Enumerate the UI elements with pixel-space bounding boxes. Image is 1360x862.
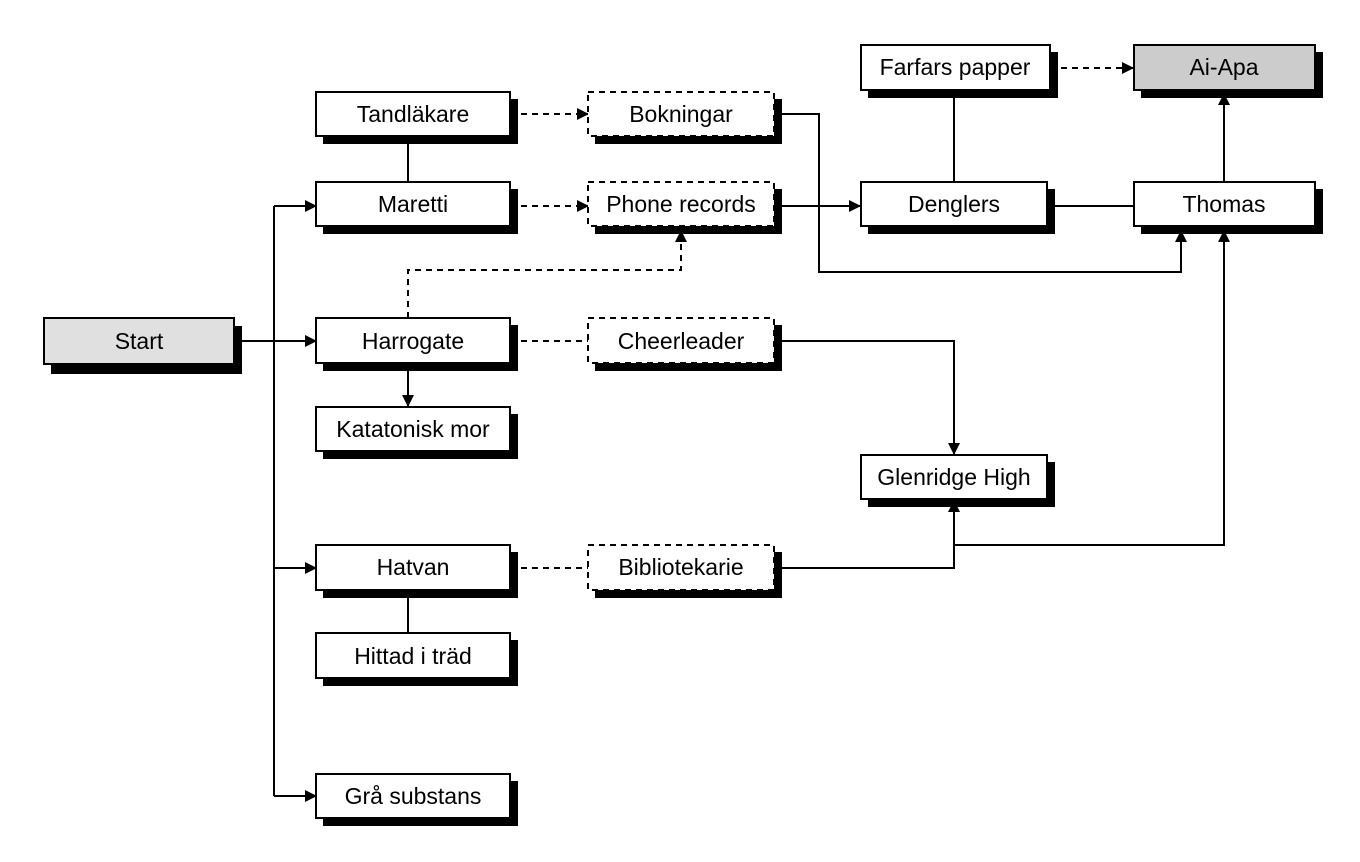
node-gra-substans[interactable]: Grå substans	[315, 773, 518, 826]
node-harrogate-label: Harrogate	[362, 328, 464, 354]
edge-start-trunk	[234, 206, 275, 796]
node-hittad-i-trad-box	[315, 632, 511, 679]
node-hittad-i-trad[interactable]: Hittad i träd	[315, 632, 518, 686]
edge-cheerleader-glenridge-high	[775, 340, 960, 455]
node-phone-records-label: Phone records	[606, 191, 756, 217]
node-start-label: Start	[115, 328, 164, 354]
node-denglers[interactable]: Denglers	[860, 181, 1055, 234]
node-ai-apa[interactable]: Ai-Apa	[1133, 44, 1323, 98]
edge-harrogate-phone-records	[407, 230, 687, 318]
node-denglers-label: Denglers	[908, 191, 1000, 217]
node-katatonisk-mor[interactable]: Katatonisk mor	[315, 406, 518, 459]
node-tandlakare[interactable]: Tandläkare	[315, 91, 518, 144]
node-farfars-papper-box	[860, 44, 1051, 91]
node-glenridge-high-label: Glenridge High	[877, 464, 1030, 490]
node-cheerleader-label: Cheerleader	[618, 328, 745, 354]
node-katatonisk-mor-box	[315, 406, 511, 452]
edge-bokningar-thomas	[775, 113, 1187, 273]
node-bokningar-box	[587, 91, 775, 137]
node-cheerleader[interactable]: Cheerleader	[587, 317, 782, 371]
node-hatvan-label: Hatvan	[377, 554, 450, 580]
node-denglers-box	[860, 181, 1048, 227]
node-cheerleader-box	[587, 317, 775, 364]
node-ai-apa-box	[1133, 44, 1316, 91]
node-hatvan[interactable]: Hatvan	[315, 544, 518, 598]
node-maretti-box	[315, 181, 511, 227]
node-thomas[interactable]: Thomas	[1133, 181, 1323, 234]
node-tandlakare-box	[315, 91, 511, 137]
node-phone-records[interactable]: Phone records	[587, 181, 782, 234]
node-maretti-label: Maretti	[378, 191, 448, 217]
node-bibliotekarie-box	[587, 544, 775, 591]
node-bibliotekarie[interactable]: Bibliotekarie	[587, 544, 782, 598]
node-hittad-i-trad-label: Hittad i träd	[354, 643, 472, 669]
node-katatonisk-mor-label: Katatonisk mor	[336, 416, 490, 442]
node-thomas-label: Thomas	[1182, 191, 1265, 217]
node-thomas-box	[1133, 181, 1316, 227]
edges	[234, 62, 1230, 802]
node-harrogate[interactable]: Harrogate	[315, 317, 518, 371]
nodes: Start Tandläkare Maretti Harrogate Katat…	[43, 44, 1323, 826]
node-maretti[interactable]: Maretti	[315, 181, 518, 234]
node-bokningar[interactable]: Bokningar	[587, 91, 782, 144]
node-start[interactable]: Start	[43, 317, 242, 374]
node-gra-substans-box	[315, 773, 511, 819]
node-glenridge-high[interactable]: Glenridge High	[860, 454, 1055, 507]
node-bibliotekarie-label: Bibliotekarie	[618, 554, 743, 580]
node-start-box	[43, 317, 235, 365]
node-farfars-papper[interactable]: Farfars papper	[860, 44, 1058, 98]
node-tandlakare-label: Tandläkare	[357, 101, 470, 127]
node-glenridge-high-box	[860, 454, 1048, 500]
edge-glenridge-high-thomas	[954, 230, 1230, 546]
node-harrogate-box	[315, 317, 511, 364]
node-ai-apa-label: Ai-Apa	[1189, 54, 1258, 80]
node-bokningar-label: Bokningar	[629, 101, 733, 127]
node-hatvan-box	[315, 544, 511, 591]
edge-bibliotekarie-glenridge-high	[775, 500, 960, 569]
node-farfars-papper-label: Farfars papper	[880, 54, 1031, 80]
node-gra-substans-label: Grå substans	[345, 783, 482, 809]
node-phone-records-box	[587, 181, 775, 227]
